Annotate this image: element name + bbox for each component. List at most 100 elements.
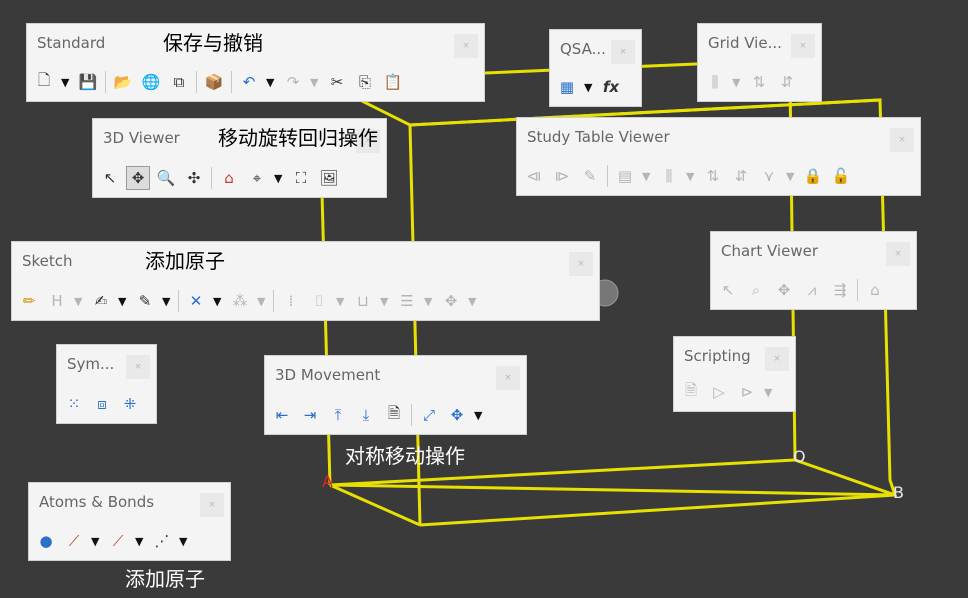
snapshot-icon[interactable]: 🖼: [319, 169, 339, 187]
zoom-icon[interactable]: 🔍: [156, 169, 176, 187]
document-copy-icon[interactable]: ⧉: [173, 73, 185, 91]
close-button[interactable]: ×: [890, 128, 914, 152]
fit-icon[interactable]: ⛶: [295, 169, 307, 187]
bracket-icon[interactable]: ⌷: [314, 292, 324, 310]
move-left-icon[interactable]: ⇤: [275, 406, 289, 424]
calculator-dropdown-icon[interactable]: ▼: [642, 169, 651, 183]
bond-tool-icon[interactable]: ✕: [189, 292, 203, 310]
symmetry-cell-icon[interactable]: ⧈: [97, 395, 107, 413]
ruler-icon[interactable]: ⊔: [357, 292, 369, 310]
close-button[interactable]: ×: [454, 34, 478, 58]
sort-ascending-icon[interactable]: ⇅: [706, 167, 720, 185]
add-bond-dropdown-icon[interactable]: ▼: [91, 534, 100, 548]
clean-geometry-dropdown-icon[interactable]: ▼: [257, 294, 266, 308]
draw-fragment-dropdown-icon[interactable]: ▼: [162, 294, 171, 308]
descriptor-icon[interactable]: ▦: [559, 78, 575, 96]
web-import-icon[interactable]: 🌐: [141, 73, 161, 91]
target-icon[interactable]: ⌖: [252, 169, 262, 187]
close-button[interactable]: ×: [791, 34, 815, 58]
open-folder-icon[interactable]: 📂: [113, 73, 133, 91]
columns-icon[interactable]: ⫼: [711, 73, 719, 91]
filter-dropdown-icon[interactable]: ▼: [786, 169, 795, 183]
hydrogen-bond-dropdown-icon[interactable]: ▼: [179, 534, 188, 548]
unlock-icon[interactable]: 🔓: [831, 167, 851, 185]
chart-settings-icon[interactable]: ⇶: [833, 281, 847, 299]
run-icon[interactable]: ▷: [713, 383, 725, 401]
add-bond-icon[interactable]: ⟋: [68, 532, 80, 550]
select-arrow-icon[interactable]: ↖: [103, 169, 117, 187]
close-button[interactable]: ×: [765, 347, 789, 371]
ruler-dropdown-icon[interactable]: ▼: [380, 294, 389, 308]
symmetry-points-icon[interactable]: ⁙: [67, 395, 81, 413]
cut-icon[interactable]: ✂: [330, 73, 344, 91]
move-icon[interactable]: ✥: [126, 166, 150, 190]
paste-icon[interactable]: 📋: [383, 73, 403, 91]
draw-fragment-icon[interactable]: ✎: [138, 292, 152, 310]
move-all-dropdown-icon[interactable]: ▼: [474, 408, 483, 422]
hydrogen-bond-icon[interactable]: ⋰: [154, 532, 170, 550]
zoom-icon[interactable]: ⌕: [751, 281, 761, 299]
record-dropdown-icon[interactable]: ▼: [764, 385, 773, 399]
save-icon[interactable]: 💾: [78, 73, 98, 91]
sort-descending-icon[interactable]: ⇵: [734, 167, 748, 185]
formula-icon[interactable]: fx: [602, 78, 620, 96]
move-all-icon[interactable]: ✥: [450, 406, 464, 424]
lines-icon[interactable]: ☰: [400, 292, 414, 310]
undo-icon[interactable]: ↶: [242, 73, 256, 91]
pencil-icon[interactable]: ✏: [22, 292, 36, 310]
movement-settings-icon[interactable]: 🗎: [387, 403, 401, 422]
calculator-icon[interactable]: ▤: [617, 167, 633, 185]
bond-type-dropdown-icon[interactable]: ▼: [135, 534, 144, 548]
sort-descending-icon[interactable]: ⇵: [780, 73, 794, 91]
new-dropdown-icon[interactable]: ▼: [61, 75, 70, 89]
record-icon[interactable]: ⊳: [740, 383, 754, 401]
new-document-icon[interactable]: 🗋: [37, 70, 51, 89]
close-button[interactable]: ×: [569, 252, 593, 276]
close-button[interactable]: ×: [200, 493, 224, 517]
close-button[interactable]: ×: [496, 366, 520, 390]
columns-dropdown-icon[interactable]: ▼: [686, 169, 695, 183]
bracket-dropdown-icon[interactable]: ▼: [336, 294, 345, 308]
package-icon[interactable]: 📦: [204, 73, 224, 91]
transform-icon[interactable]: ✥: [444, 292, 458, 310]
hydrogen-label[interactable]: H: [51, 292, 63, 310]
rotate-icon[interactable]: ✣: [187, 169, 201, 187]
hydrogen-dropdown-icon[interactable]: ▼: [74, 294, 83, 308]
transform-dropdown-icon[interactable]: ▼: [468, 294, 477, 308]
move-diagonal-icon[interactable]: ⤢: [422, 406, 435, 424]
close-button[interactable]: ×: [356, 129, 380, 153]
lines-dropdown-icon[interactable]: ▼: [424, 294, 433, 308]
spectrum-icon[interactable]: ⩘: [807, 281, 817, 299]
align-icon[interactable]: ⁞: [288, 292, 294, 310]
close-button[interactable]: ×: [126, 355, 150, 379]
previous-icon[interactable]: ⧏: [526, 167, 542, 185]
pan-icon[interactable]: ✥: [777, 281, 791, 299]
close-button[interactable]: ×: [611, 40, 635, 64]
close-button[interactable]: ×: [886, 242, 910, 266]
redo-dropdown-icon[interactable]: ▼: [310, 75, 319, 89]
home-icon[interactable]: ⌂: [224, 169, 234, 187]
next-icon[interactable]: ⧐: [554, 167, 570, 185]
draw-atom-icon[interactable]: ✍: [94, 292, 108, 310]
draw-atom-dropdown-icon[interactable]: ▼: [118, 294, 127, 308]
columns-dropdown-icon[interactable]: ▼: [732, 75, 741, 89]
descriptor-dropdown-icon[interactable]: ▼: [584, 80, 593, 94]
copy-icon[interactable]: ⎘: [358, 73, 371, 91]
select-arrow-icon[interactable]: ↖: [721, 281, 735, 299]
clean-geometry-icon[interactable]: ⁂: [232, 292, 248, 310]
add-atom-icon[interactable]: ●: [39, 532, 53, 550]
bond-tool-dropdown-icon[interactable]: ▼: [213, 294, 222, 308]
undo-dropdown-icon[interactable]: ▼: [266, 75, 275, 89]
columns-icon[interactable]: ⫼: [665, 167, 673, 185]
tag-icon[interactable]: ✎: [583, 167, 597, 185]
lock-icon[interactable]: 🔒: [803, 167, 823, 185]
sort-ascending-icon[interactable]: ⇅: [752, 73, 766, 91]
target-dropdown-icon[interactable]: ▼: [274, 171, 283, 185]
home-icon[interactable]: ⌂: [870, 281, 880, 299]
bond-type-icon[interactable]: ⟋: [112, 532, 124, 550]
move-down-icon[interactable]: ⤓: [362, 406, 370, 424]
symmetry-lattice-icon[interactable]: ⁜: [123, 395, 137, 413]
script-document-icon[interactable]: 🗎: [684, 380, 698, 399]
move-right-icon[interactable]: ⇥: [303, 406, 317, 424]
move-up-icon[interactable]: ⤒: [334, 406, 342, 424]
